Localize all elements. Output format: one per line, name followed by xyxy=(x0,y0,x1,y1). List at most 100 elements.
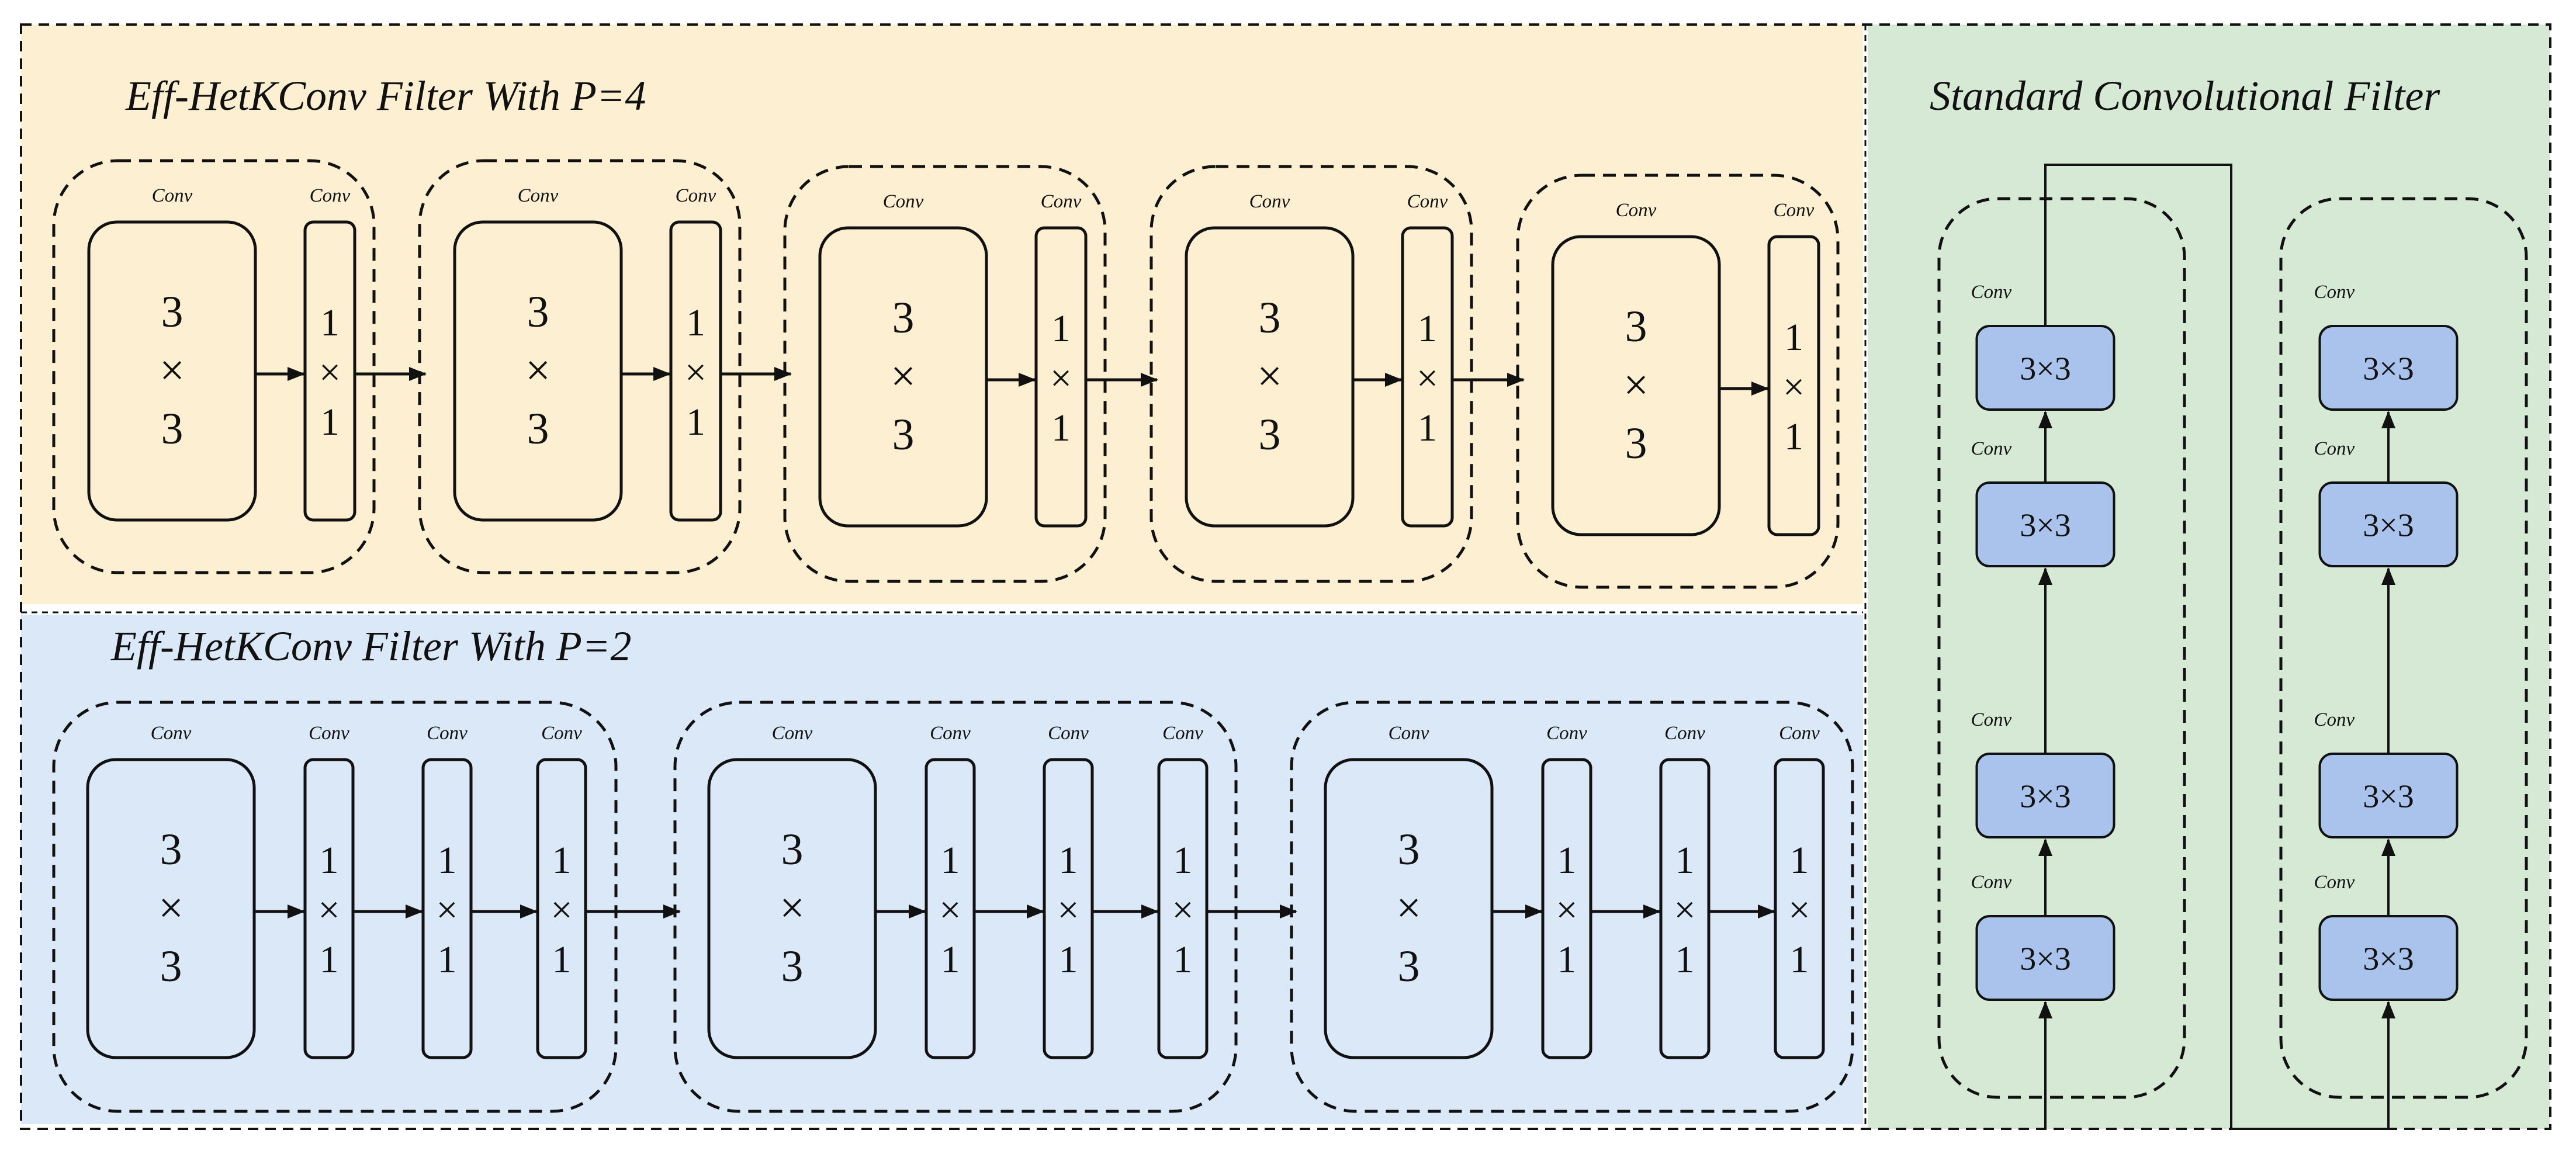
kernel-size-label: 3×3 xyxy=(2363,779,2414,815)
kernel-dim-top: 1 xyxy=(320,301,340,344)
kernel-size-label: 3×3 xyxy=(2363,351,2414,387)
conv-3x3-block xyxy=(707,758,877,1059)
conv-label: Conv xyxy=(1389,723,1429,744)
kernel-times-symbol: × xyxy=(1396,883,1421,933)
conv-3x3-block xyxy=(1324,758,1494,1059)
kernel-times-symbol: × xyxy=(1556,889,1577,931)
conv-label: Conv xyxy=(1971,438,2012,459)
conv-label: Conv xyxy=(518,185,559,206)
p2-panel-title: Eff-HetKConv Filter With P=2 xyxy=(110,623,631,670)
kernel-dim-top: 1 xyxy=(552,839,572,882)
kernel-dim-bottom: 1 xyxy=(1790,938,1809,981)
standard-panel-title: Standard Convolutional Filter xyxy=(1930,72,2440,119)
conv-label: Conv xyxy=(930,723,971,744)
kernel-times-symbol: × xyxy=(1257,352,1282,401)
conv-label: Conv xyxy=(1041,191,1082,212)
kernel-dim-bottom: 1 xyxy=(1557,938,1577,981)
kernel-dim-top: 1 xyxy=(941,839,960,882)
kernel-times-symbol: × xyxy=(1783,366,1805,408)
kernel-times-symbol: × xyxy=(1057,889,1079,931)
kernel-dim-top: 3 xyxy=(781,825,804,874)
kernel-times-symbol: × xyxy=(939,889,961,931)
kernel-dim-bottom: 1 xyxy=(1418,407,1437,449)
kernel-dim-top: 3 xyxy=(160,825,182,874)
kernel-dim-bottom: 1 xyxy=(1051,407,1071,449)
kernel-dim-bottom: 1 xyxy=(1675,938,1695,981)
conv-label: Conv xyxy=(1048,723,1089,744)
kernel-dim-top: 1 xyxy=(1675,839,1695,882)
kernel-times-symbol: × xyxy=(1788,889,1810,931)
conv-1x1-block xyxy=(536,758,587,1059)
p4-panel-title: Eff-HetKConv Filter With P=4 xyxy=(125,72,646,119)
conv-label: Conv xyxy=(541,723,582,744)
kernel-dim-top: 1 xyxy=(1418,307,1437,350)
kernel-times-symbol: × xyxy=(158,883,183,933)
kernel-dim-top: 1 xyxy=(1557,839,1577,882)
conv-label: Conv xyxy=(1971,709,2012,730)
kernel-times-symbol: × xyxy=(436,889,458,931)
kernel-dim-bottom: 3 xyxy=(527,404,549,453)
conv-label: Conv xyxy=(1546,723,1587,744)
kernel-dim-top: 1 xyxy=(438,839,457,882)
conv-label: Conv xyxy=(309,723,349,744)
kernel-dim-top: 1 xyxy=(1173,839,1193,882)
conv-3x3-block xyxy=(87,220,257,522)
conv-3x3-block xyxy=(1551,235,1721,536)
kernel-times-symbol: × xyxy=(1674,889,1695,931)
conv-1x1-block xyxy=(1043,758,1094,1059)
p4-arrow-layer xyxy=(255,367,1769,396)
kernel-times-symbol: × xyxy=(160,346,185,395)
conv-label: Conv xyxy=(772,723,813,744)
kernel-dim-bottom: 1 xyxy=(1173,938,1193,981)
conv-label: Conv xyxy=(1971,282,2012,303)
kernel-dim-top: 3 xyxy=(1259,293,1281,342)
kernel-size-label: 3×3 xyxy=(2020,351,2071,387)
conv-label: Conv xyxy=(2314,438,2355,459)
kernel-dim-bottom: 1 xyxy=(1059,938,1078,981)
kernel-dim-bottom: 3 xyxy=(1259,410,1281,459)
kernel-dim-bottom: 1 xyxy=(1784,415,1803,458)
conv-label: Conv xyxy=(1779,723,1820,744)
kernel-times-symbol: × xyxy=(318,889,340,931)
conv-label: Conv xyxy=(310,185,351,206)
conv-label: Conv xyxy=(1616,200,1657,221)
conv-label: Conv xyxy=(1971,872,2012,893)
p4-group-layer: Conv3×3Conv1×1Conv3×3Conv1×1Conv3×3Conv1… xyxy=(52,159,1840,589)
kernel-dim-top: 1 xyxy=(1784,316,1803,359)
conv-1x1-block xyxy=(421,758,473,1059)
kernel-dim-bottom: 1 xyxy=(320,401,340,443)
conv-label: Conv xyxy=(676,185,716,206)
kernel-dim-bottom: 3 xyxy=(161,404,183,453)
conv-1x1-block xyxy=(303,220,356,522)
p4-group-5 xyxy=(1516,174,1840,589)
conv-label: Conv xyxy=(2314,282,2355,303)
conv-1x1-block xyxy=(1767,235,1820,536)
conv-label: Conv xyxy=(152,185,193,206)
conv-label: Conv xyxy=(2314,709,2355,730)
kernel-dim-top: 1 xyxy=(686,301,705,344)
conv-3x3-block xyxy=(1185,226,1355,528)
conv-label: Conv xyxy=(1774,200,1815,221)
conv-label: Conv xyxy=(1162,723,1203,744)
kernel-dim-bottom: 1 xyxy=(438,938,457,981)
kernel-dim-bottom: 3 xyxy=(781,942,804,991)
kernel-size-label: 3×3 xyxy=(2020,508,2071,544)
conv-1x1-block xyxy=(303,758,355,1059)
kernel-times-symbol: × xyxy=(1050,357,1072,400)
conv-1x1-block xyxy=(1157,758,1209,1059)
p2-group-layer: Conv3×3Conv1×1Conv1×1Conv1×1Conv3×3Conv1… xyxy=(52,701,1854,1113)
kernel-times-symbol: × xyxy=(891,352,916,401)
conv-1x1-block xyxy=(925,758,976,1059)
conv-1x1-block xyxy=(1401,226,1454,528)
kernel-dim-top: 1 xyxy=(1790,839,1809,882)
kernel-times-symbol: × xyxy=(780,883,805,933)
standard-group-layer: Conv3×3Conv3×3Conv3×3Conv3×3Conv3×3Conv3… xyxy=(1937,197,2528,1099)
kernel-size-label: 3×3 xyxy=(2363,508,2414,544)
kernel-dim-bottom: 1 xyxy=(686,401,705,443)
conv-label: Conv xyxy=(2314,872,2355,893)
kernel-times-symbol: × xyxy=(1623,361,1649,410)
standard-column-1 xyxy=(1937,197,2186,1099)
kernel-dim-bottom: 3 xyxy=(892,410,915,459)
kernel-dim-bottom: 1 xyxy=(552,938,572,981)
